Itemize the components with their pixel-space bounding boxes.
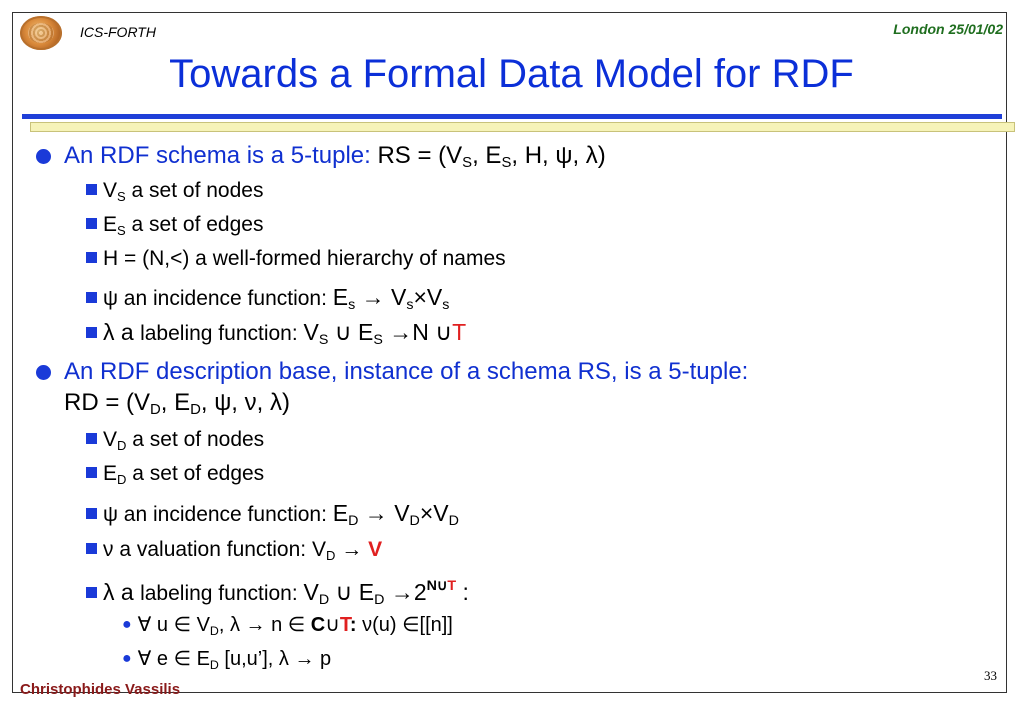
organization-label: ICS-FORTH xyxy=(80,24,156,40)
square-bullet-icon xyxy=(86,327,97,338)
slide-frame xyxy=(12,12,1007,693)
bullet-text-label: An RDF schema is a 5-tuple: xyxy=(64,142,371,169)
description-base-formula: RD = (VD, ED, ψ, ν, λ) xyxy=(64,389,290,418)
subsubitem-nodes: ●∀ u ∈ VD, λ → n ∈ C∪T: ν(u) ∈[[n]] xyxy=(122,614,453,638)
subitem-lambda-d: λ a labeling function: VD ∪ ED →2N∪T : xyxy=(86,573,469,613)
bullet-text-label: An RDF description base, instance of a s… xyxy=(64,358,749,385)
square-bullet-icon xyxy=(86,184,97,195)
bullet-text: An RDF schema is a 5-tuple: RS = (VS, ES… xyxy=(64,141,606,178)
subitem-es: ES a set of edges xyxy=(86,212,263,244)
schema-formula: RS = (VS, ES, H, ψ, λ) xyxy=(377,142,606,171)
subitem-psi: ψ an incidence function: Es → Vs×Vs xyxy=(86,284,449,318)
square-bullet-icon xyxy=(86,433,97,444)
small-bullet-icon: ● xyxy=(122,616,132,633)
date-label: London 25/01/02 xyxy=(893,21,1003,37)
square-bullet-icon xyxy=(86,252,97,263)
subitem-ed: ED a set of edges xyxy=(86,461,264,493)
small-bullet-icon: ● xyxy=(122,650,132,667)
subitem-nu: ν a valuation function: VD → V xyxy=(86,537,382,569)
square-bullet-icon xyxy=(86,292,97,303)
round-bullet-icon xyxy=(36,365,51,380)
ics-forth-logo-icon xyxy=(20,16,62,50)
square-bullet-icon xyxy=(86,218,97,229)
subitem-psi-d: ψ an incidence function: ED → VD×VD xyxy=(86,500,459,534)
slide-title: Towards a Formal Data Model for RDF xyxy=(169,52,854,96)
square-bullet-icon xyxy=(86,543,97,554)
square-bullet-icon xyxy=(86,467,97,478)
bullet-item-schema: An RDF schema is a 5-tuple: RS = (VS, ES… xyxy=(36,141,606,178)
subitem-vd: VD a set of nodes xyxy=(86,427,264,459)
bullet-item-description-base: An RDF description base, instance of a s… xyxy=(36,357,748,386)
title-rule xyxy=(22,114,1002,119)
square-bullet-icon xyxy=(86,508,97,519)
round-bullet-icon xyxy=(36,149,51,164)
title-rule-shadow xyxy=(30,122,1015,132)
subitem-h: H = (N,<) a well-formed hierarchy of nam… xyxy=(86,246,506,272)
square-bullet-icon xyxy=(86,587,97,598)
subsubitem-edges: ●∀ e ∈ ED [u,u’], λ → p xyxy=(122,648,332,672)
subitem-lambda: λ a labeling function: VS ∪ ES →N ∪T xyxy=(86,319,466,353)
subitem-vs: VS a set of nodes xyxy=(86,178,263,210)
author-label: Christophides Vassilis xyxy=(20,681,181,698)
page-number: 33 xyxy=(984,668,997,683)
